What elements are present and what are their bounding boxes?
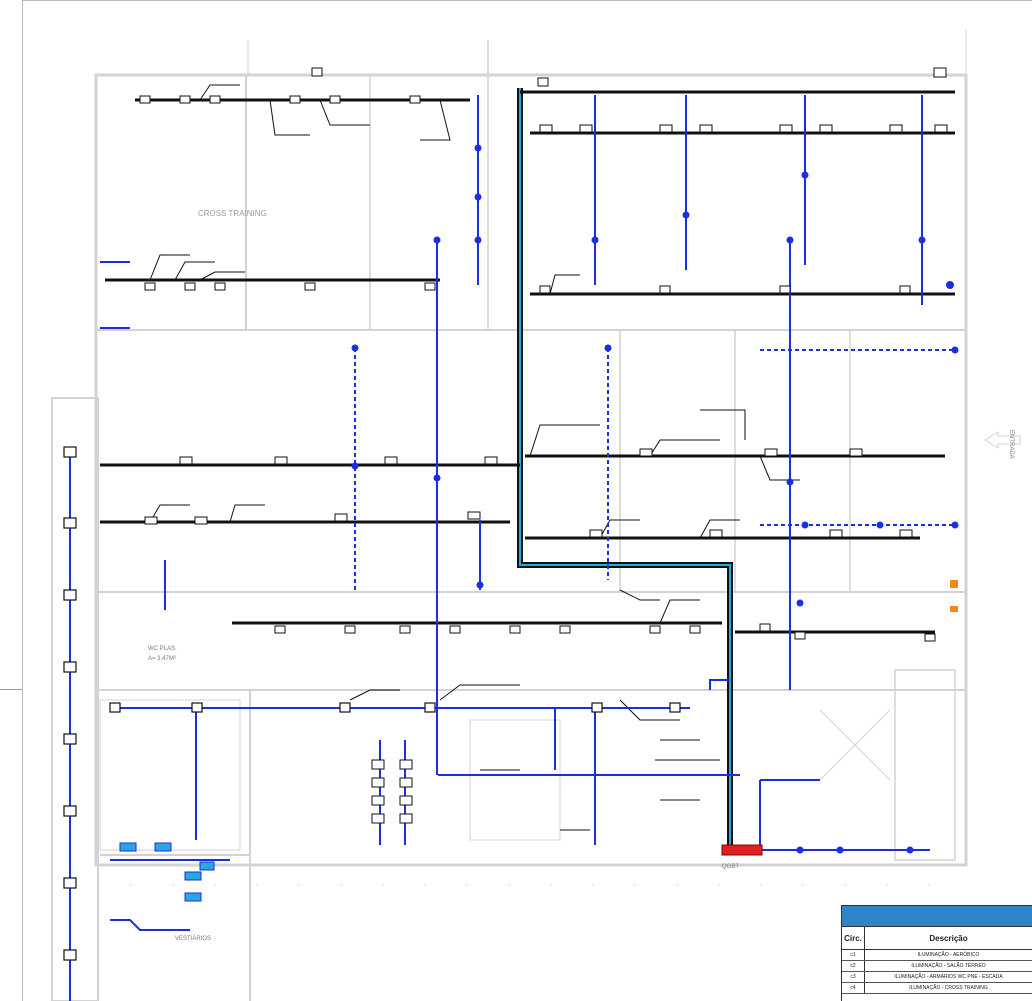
black-circuit-runs [100, 90, 955, 634]
room-label-wc-area: A= 3,47M² [148, 656, 176, 662]
toilet-block-wall [99, 699, 241, 851]
legend-description: ILUMINAÇÃO - CROSS TRAINING [909, 985, 988, 991]
room-labels: CROSS TRAINING WC PLAS. A= 3,47M² QGBT E… [148, 209, 1014, 942]
stair-diagonal [819, 709, 891, 781]
panel-label-qgbt: QGBT [722, 864, 739, 870]
building-walls [51, 30, 1021, 1001]
outlet-markers [351, 144, 959, 854]
room-label-cross-training: CROSS TRAINING [198, 209, 267, 218]
cyan-device-tags [119, 842, 215, 902]
legend-row: c2 ILUMINAÇÃO - SALÃO TÉRREO [842, 961, 1032, 972]
legend-column-headers: Circ. Descrição [842, 927, 1032, 950]
entrance-label: ENTRADA [1008, 430, 1014, 459]
panel-marker [950, 606, 958, 612]
room-label-wc: WC PLAS. [148, 646, 177, 652]
legend-circuit-id: c1 [842, 950, 865, 960]
circuit-legend-table: Circ. Descrição c1 ILUMINAÇÃO - AERÓBICO… [841, 905, 1032, 1001]
room-label-lockers: VESTIÁRIOS [175, 935, 211, 942]
sheet-border [22, 0, 1032, 1001]
legend-row: c4 ILUMINAÇÃO - CROSS TRAINING [842, 983, 1032, 994]
legend-circuit-id: c4 [842, 983, 865, 993]
main-feeder-trunk [517, 88, 733, 850]
legend-description: ILUMINAÇÃO - ARMÁRIOS WC PNE - ESCADA [894, 974, 1003, 980]
legend-circuit-id: c2 [842, 961, 865, 971]
panel-marker [950, 580, 958, 588]
riser-junction-boxes [63, 446, 681, 961]
legend-description: ILUMINAÇÃO - SALÃO TÉRREO [911, 963, 986, 969]
col-header-description: Descrição [929, 933, 968, 943]
stair-wall [894, 669, 956, 861]
qgbt-main-panel [721, 844, 763, 856]
page-edge-line [0, 689, 22, 690]
luminaire-fixtures [139, 67, 948, 824]
legend-row: c1 ILUMINAÇÃO - AERÓBICO [842, 950, 1032, 961]
legend-description: ILUMINAÇÃO - AERÓBICO [917, 952, 980, 958]
toilet-block-wall [469, 719, 561, 841]
entrance-arrow [984, 431, 1021, 449]
legend-header-bar [842, 906, 1032, 927]
left-annex-wall [51, 397, 99, 1001]
legend-circuit-id: c3 [842, 972, 865, 982]
legend-row: c3 ILUMINAÇÃO - ARMÁRIOS WC PNE - ESCADA [842, 972, 1032, 983]
col-header-circuit: Circ. [842, 927, 865, 949]
outer-wall [94, 73, 968, 867]
